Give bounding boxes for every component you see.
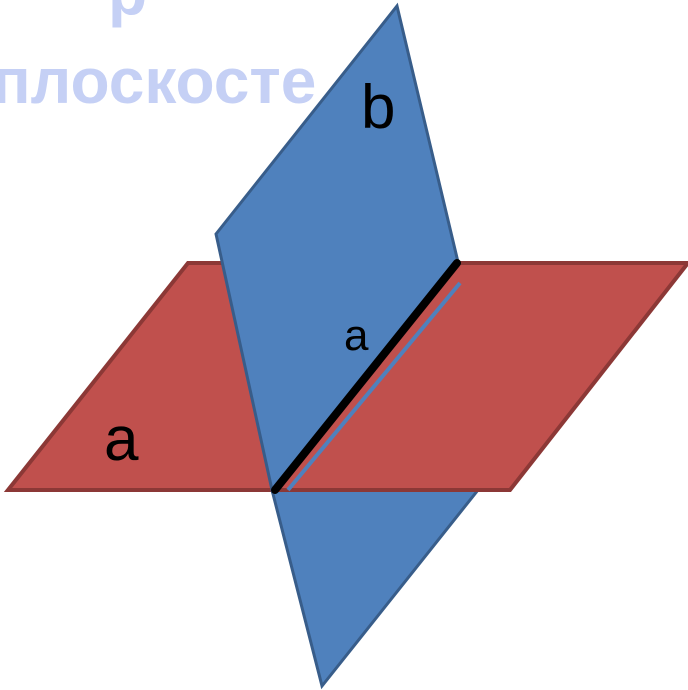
intersection-line-a	[271, 259, 461, 494]
title-fragment: плоскосте	[0, 45, 316, 117]
plane-a-label: a	[104, 405, 139, 474]
plane-b-lower-part	[270, 488, 482, 690]
line-a-label: a	[344, 311, 369, 360]
title-top-fragment: р	[108, 0, 147, 28]
plane-b-label: b	[361, 73, 395, 142]
plane-b-edge	[286, 281, 462, 492]
